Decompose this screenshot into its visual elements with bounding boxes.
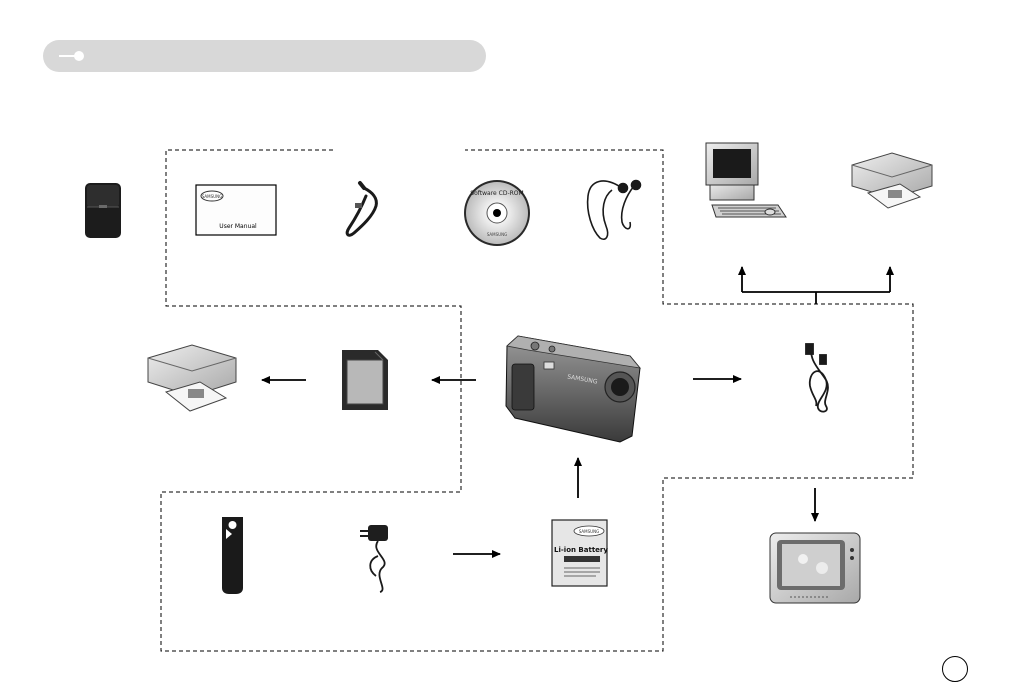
- tv-monitor-icon: [769, 532, 861, 604]
- user-manual-icon: SAMSUNG User Manual: [195, 184, 277, 236]
- cd-title: Software CD-ROM: [470, 190, 523, 197]
- manual-title: User Manual: [219, 223, 257, 230]
- printer-icon-pictbridge: [147, 344, 237, 412]
- li-ion-battery-icon: SAMSUNG Li-ion Battery: [551, 519, 608, 587]
- battery-logo: SAMSUNG: [579, 529, 599, 534]
- earphone-icon: [586, 179, 642, 241]
- battery-case-icon: [222, 517, 243, 594]
- manual-logo: SAMSUNG: [202, 194, 222, 199]
- header-line: [59, 55, 75, 57]
- printer-icon: [851, 152, 933, 209]
- dashed-border-accessories: [160, 149, 914, 652]
- ac-adapter-icon: [360, 525, 388, 593]
- sd-memory-card-icon: [342, 350, 388, 410]
- connector-bracket: [742, 291, 890, 304]
- header-dot: [74, 51, 84, 61]
- camera-case-icon: [85, 183, 121, 238]
- header-bar: [43, 40, 486, 72]
- computer-icon: [705, 142, 787, 218]
- av-cable-icon: [805, 343, 829, 413]
- page-number: [942, 656, 968, 682]
- digital-camera-icon: SAMSUNG: [505, 335, 641, 443]
- software-cd-icon: Software CD-ROM SAMSUNG: [464, 180, 530, 246]
- battery-label: Li-ion Battery: [554, 546, 608, 554]
- camera-strap-icon: [345, 181, 378, 237]
- connection-arrows: [261, 266, 894, 558]
- cd-logo: SAMSUNG: [487, 232, 507, 237]
